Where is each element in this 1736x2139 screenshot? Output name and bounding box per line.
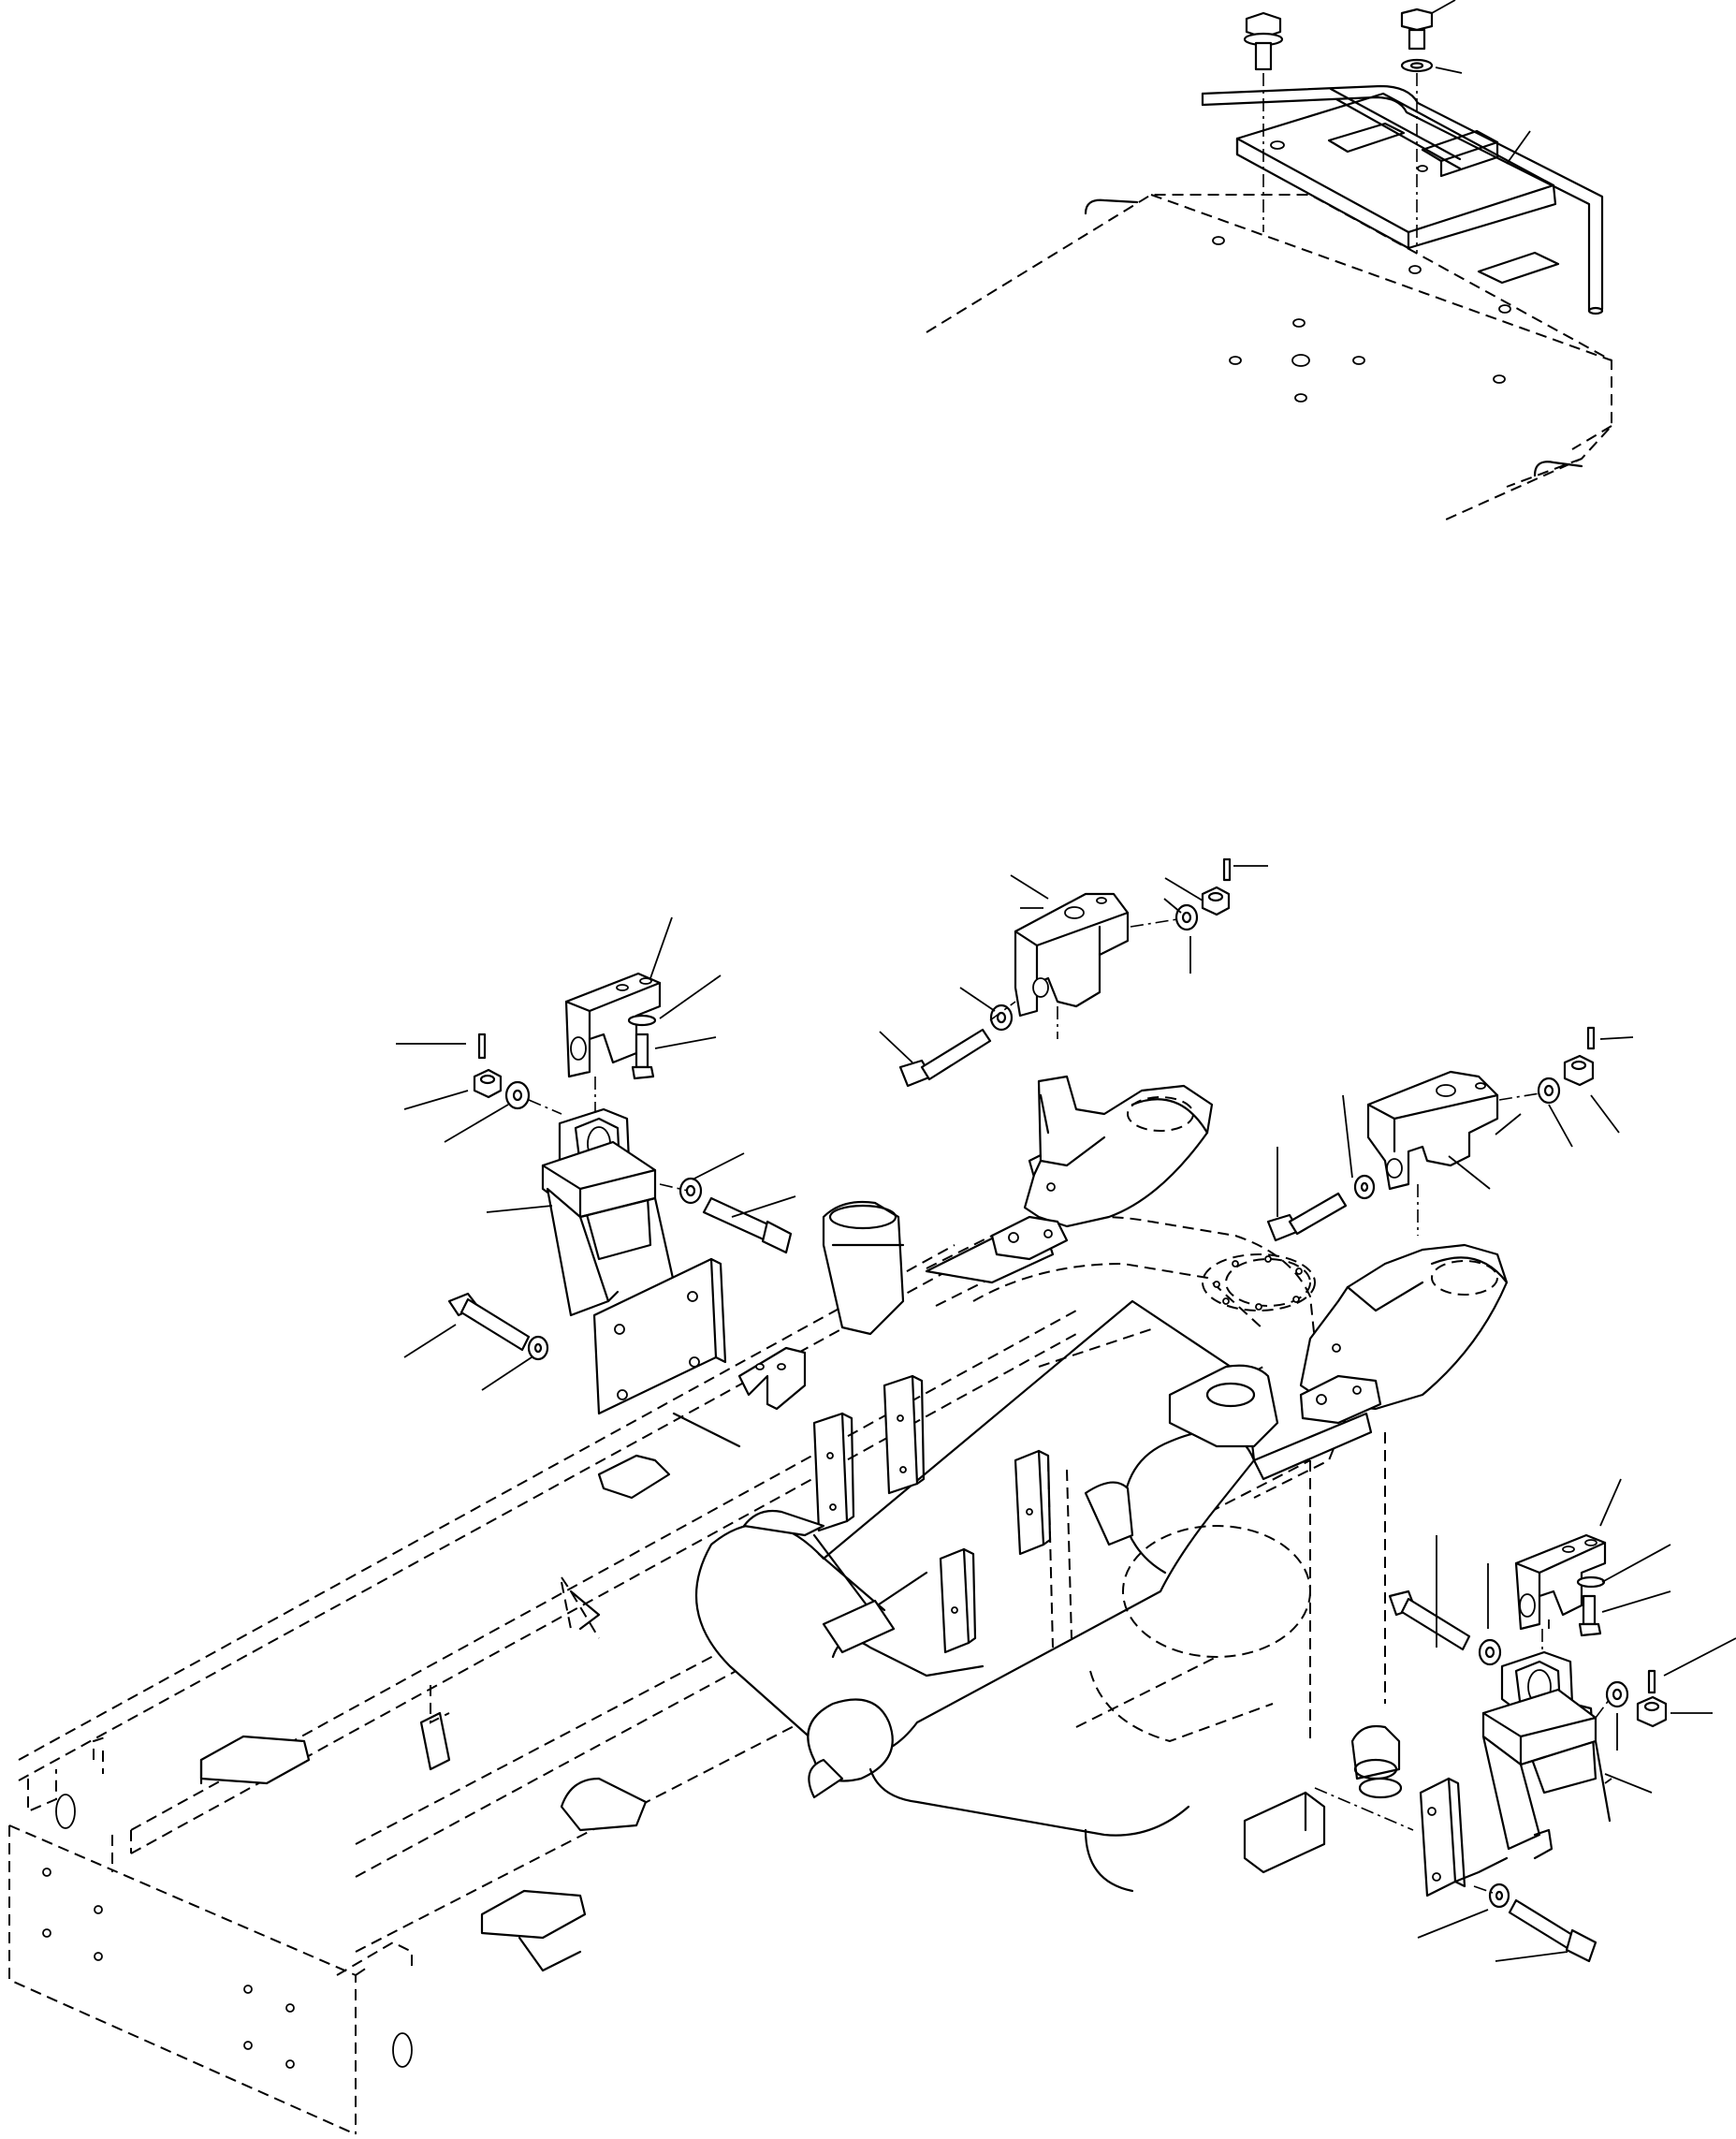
center-pedestal [822, 1200, 905, 1336]
lock-nut [1201, 886, 1231, 916]
plain-washer [989, 1004, 1014, 1032]
plain-washer [504, 1080, 531, 1110]
lock-nut [473, 1068, 503, 1099]
rear-right-mount [1388, 1478, 1736, 1963]
front-left-mount [396, 916, 807, 1500]
floor-hook [1533, 461, 1583, 477]
upright-bar [939, 1547, 977, 1654]
cab-floor-plate [926, 194, 1612, 520]
floor-hook [1084, 198, 1139, 215]
plain-washer [1478, 1638, 1502, 1666]
plain-washer [1488, 1883, 1510, 1909]
front-center-mount [879, 857, 1268, 1261]
lock-nut [1636, 1695, 1668, 1728]
frame-holes [42, 1794, 413, 2069]
hex-bolt [898, 1028, 992, 1088]
flange-holes [1213, 1255, 1303, 1311]
handle-bracket [1201, 84, 1604, 315]
plain-washer [1174, 903, 1199, 931]
rear-center-mount [1202, 1026, 1634, 1425]
plain-washer [527, 1335, 549, 1361]
hex-bolt [1400, 7, 1434, 253]
upright-bar [883, 1374, 926, 1495]
lock-nut [1563, 1054, 1595, 1087]
plain-washer [1353, 1174, 1376, 1200]
hex-bolt [702, 1196, 793, 1254]
hex-bolt [1388, 1590, 1471, 1651]
flange-bolt [1243, 11, 1284, 232]
upright-bar [812, 1412, 855, 1532]
hex-bolt [1508, 1898, 1597, 1963]
cab-floor-assembly [926, 0, 1612, 520]
plain-washer [1605, 1680, 1629, 1708]
hex-bolt [447, 1292, 531, 1352]
hex-bolt [1266, 1192, 1348, 1242]
plain-washer [1537, 1077, 1561, 1105]
upright-bar [1014, 1449, 1052, 1556]
floor-holes [1212, 236, 1511, 403]
frame-gussets [430, 1432, 1386, 1741]
plain-washer [678, 1177, 703, 1205]
